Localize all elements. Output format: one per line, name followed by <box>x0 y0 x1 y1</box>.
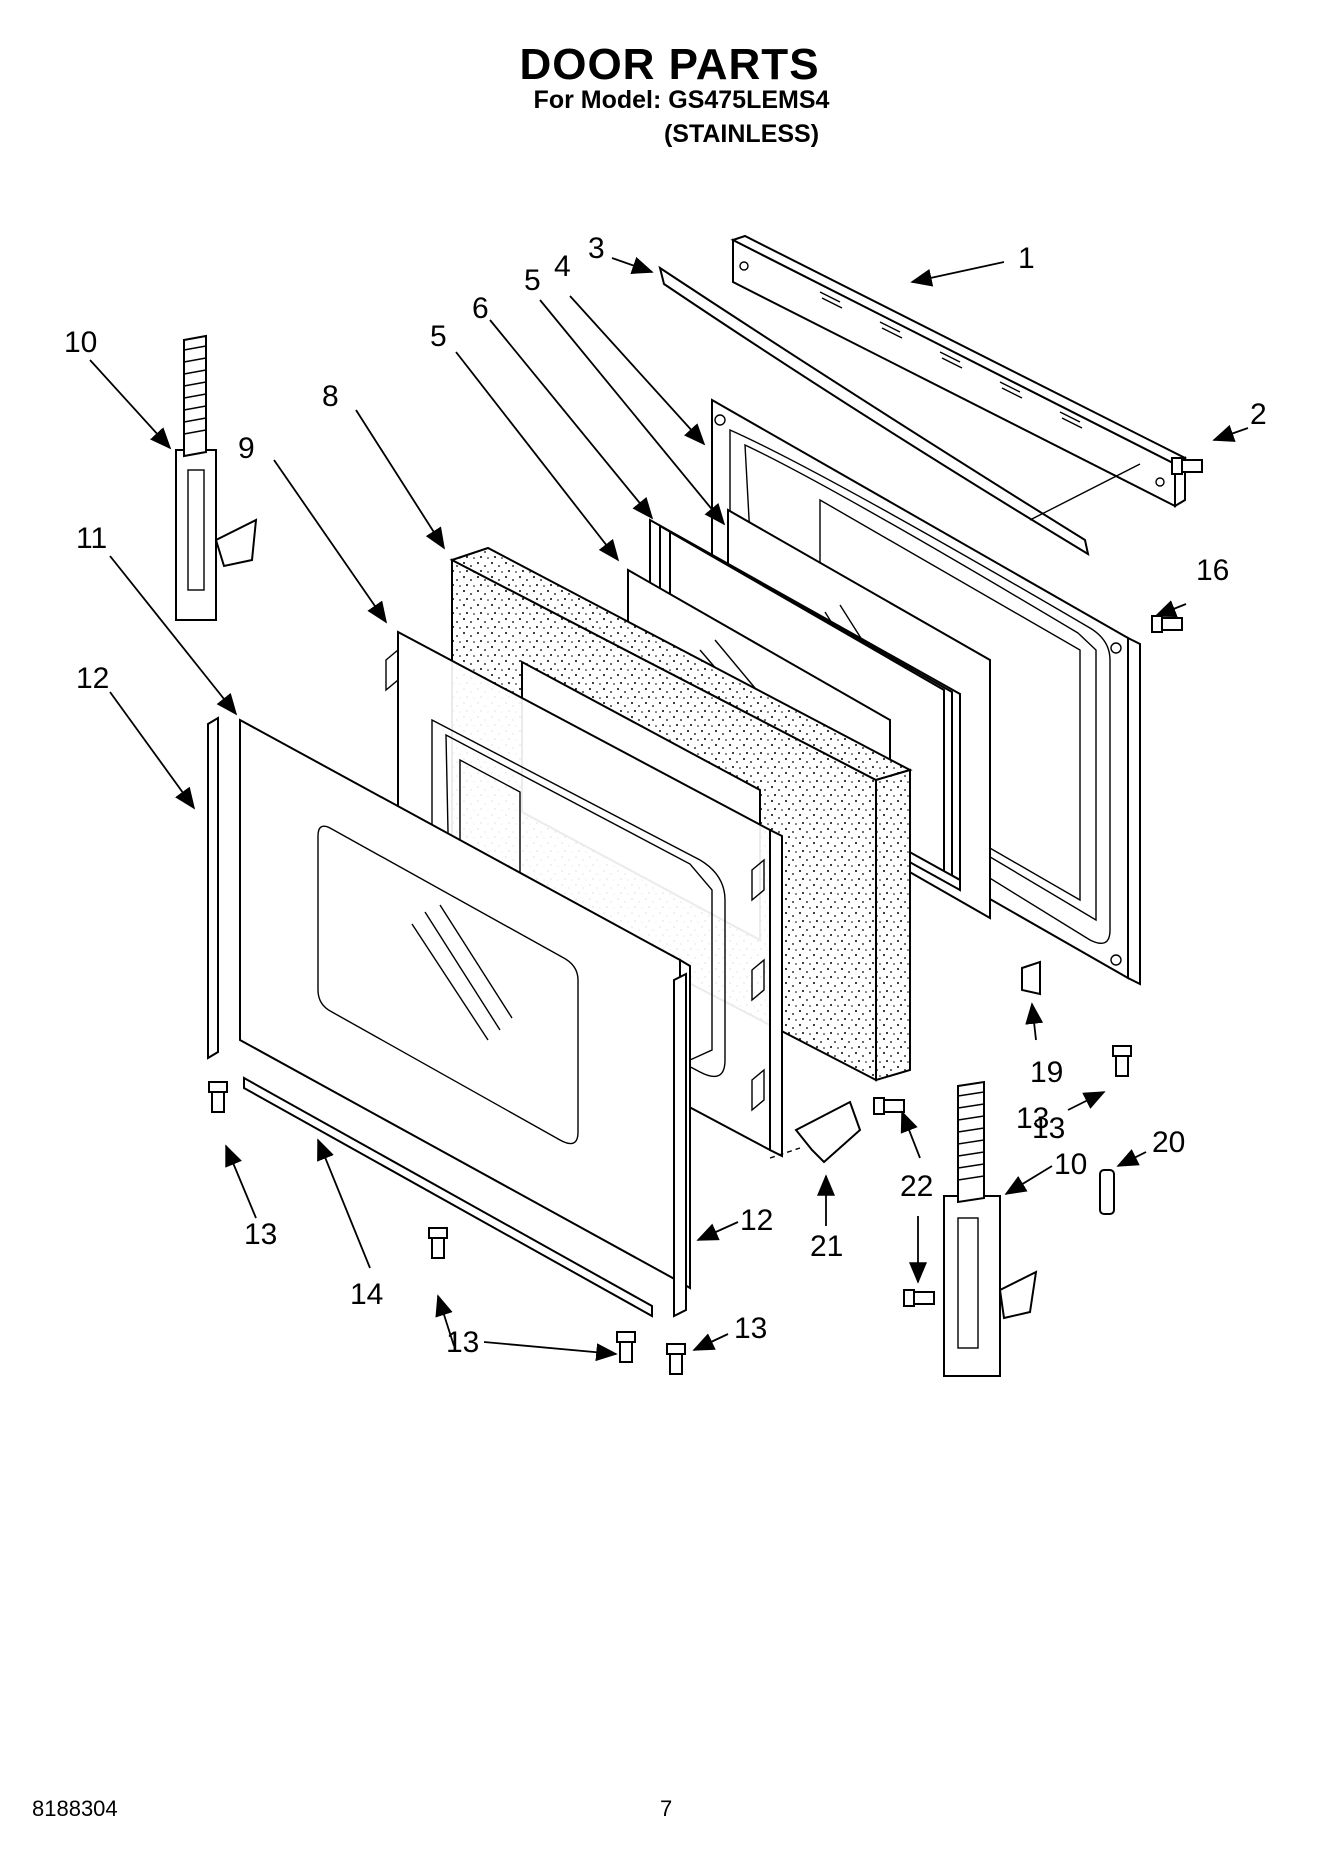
callout-21: 21 <box>810 1230 843 1263</box>
callout-6: 6 <box>472 292 489 325</box>
callout-13-bottom-right: 13 <box>734 1312 767 1345</box>
page-number: 7 <box>660 1796 673 1821</box>
callout-labels: 1 2 3 4 5 5 6 8 9 10 10 11 12 12 13 13 1… <box>64 232 1267 1359</box>
part-hinge-left <box>175 334 258 621</box>
model-line: For Model: GS475LEMS4 <box>533 86 830 114</box>
callout-4: 4 <box>554 250 571 283</box>
callout-13-left: 13 <box>244 1218 277 1251</box>
callout-16: 16 <box>1196 554 1229 587</box>
callout-22: 22 <box>900 1170 933 1203</box>
part-side-trim-left <box>207 716 219 1060</box>
part-bracket <box>769 1100 862 1164</box>
leader-lines <box>89 256 1249 1362</box>
callout-5-rear: 5 <box>524 264 541 297</box>
callout-19: 19 <box>1030 1056 1063 1089</box>
part-pin <box>1099 1169 1115 1215</box>
part-vent-trim <box>730 234 1188 508</box>
callout-12-right: 12 <box>740 1204 773 1237</box>
callout-12-left: 12 <box>76 662 109 695</box>
part-clip <box>1021 960 1041 996</box>
callout-3: 3 <box>588 232 605 265</box>
callout-10-right: 10 <box>1054 1148 1087 1181</box>
callout-8: 8 <box>322 380 339 413</box>
callout-5-front: 5 <box>430 320 447 353</box>
callout-2: 2 <box>1250 398 1267 431</box>
page-title: DOOR PARTS <box>519 40 820 89</box>
callout-20: 20 <box>1152 1126 1185 1159</box>
variant-label: (STAINLESS) <box>663 120 820 148</box>
part-door-handle <box>658 265 1141 557</box>
callout-13-right-lower: 13 <box>1016 1102 1049 1135</box>
callout-1: 1 <box>1018 242 1035 275</box>
callout-9: 9 <box>238 432 255 465</box>
callout-14: 14 <box>350 1278 383 1311</box>
document-number: 8188304 <box>32 1796 118 1821</box>
part-side-trim-right <box>673 972 687 1318</box>
part-bottom-trim <box>243 1076 653 1318</box>
callout-13-bottom: 13 <box>446 1326 479 1359</box>
callout-11: 11 <box>76 522 107 555</box>
callout-13-right: 13 <box>1032 1112 1065 1145</box>
part-hinge-right <box>943 1080 1038 1377</box>
callout-10-left: 10 <box>64 326 97 359</box>
part-screws <box>208 457 1203 1375</box>
